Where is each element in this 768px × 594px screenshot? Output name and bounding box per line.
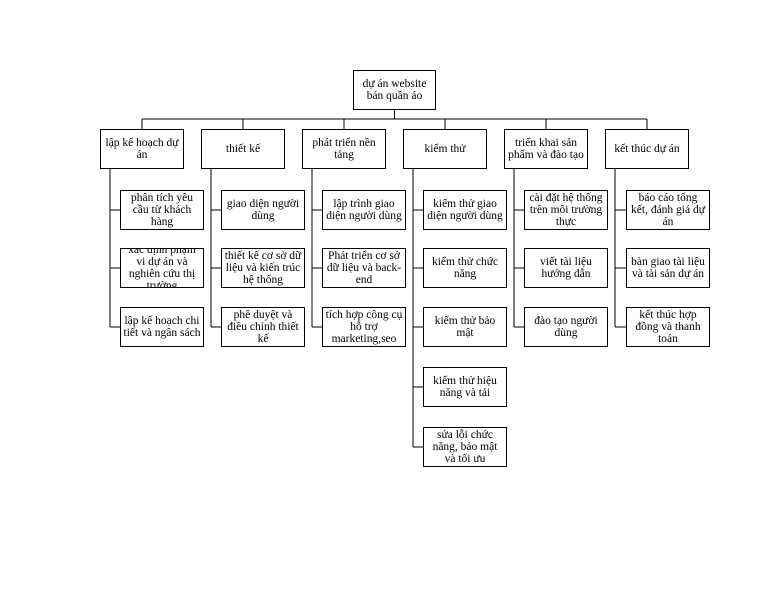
branch-node: triển khai sản phẩm và đào tạo — [504, 129, 588, 169]
child-node: kiểm thử hiệu năng và tải — [423, 367, 507, 407]
child-node: sửa lỗi chức năng, bảo mật và tối ưu — [423, 427, 507, 467]
child-node: phê duyệt và điều chỉnh thiết kế — [221, 307, 305, 347]
child-node: thiết kế cơ sở dữ liệu và kiến trúc hệ t… — [221, 248, 305, 288]
child-node: xác định phạm vi dự án và nghiên cứu thị… — [120, 248, 204, 288]
branch-node: phát triển nền tảng — [302, 129, 386, 169]
child-node: cài đặt hệ thống trên môi trường thực — [524, 190, 608, 230]
child-node: kết thúc hợp đồng và thanh toán — [626, 307, 710, 347]
child-node: kiểm thử chức năng — [423, 248, 507, 288]
child-node: viết tài liệu hướng dẫn — [524, 248, 608, 288]
child-node: Phát triển cơ sở dữ liệu và back-end — [322, 248, 406, 288]
child-node: kiểm thử giao diện người dùng — [423, 190, 507, 230]
branch-node: kiểm thử — [403, 129, 487, 169]
child-node: đào tạo người dùng — [524, 307, 608, 347]
child-node: lập trình giao diện người dùng — [322, 190, 406, 230]
root-node: dự án website bán quần áo — [353, 70, 436, 110]
branch-node: thiết kế — [201, 129, 285, 169]
child-node: lập kế hoạch chi tiết và ngân sách — [120, 307, 204, 347]
branch-node: kết thúc dự án — [605, 129, 689, 169]
child-node: tích hợp công cụ hỗ trợ marketing,seo — [322, 307, 406, 347]
child-node: phân tích yêu cầu từ khách hàng — [120, 190, 204, 230]
branch-node: lập kế hoạch dự án — [100, 129, 184, 169]
child-node: báo cáo tổng kết, đánh giá dự án — [626, 190, 710, 230]
child-node: bàn giao tài liệu và tài sản dự án — [626, 248, 710, 288]
child-node: kiểm thử bảo mật — [423, 307, 507, 347]
child-node: giao diện người dùng — [221, 190, 305, 230]
